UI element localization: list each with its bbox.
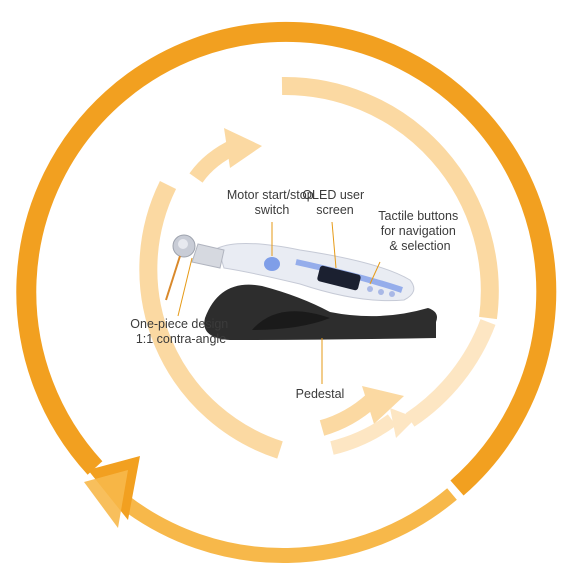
cycle-arrow-icon <box>224 128 262 168</box>
pedestal-label: Pedestal <box>296 387 345 401</box>
outer-ring-lower-arc <box>122 494 452 556</box>
cycle-arrow-icon <box>84 470 128 528</box>
file-tip <box>166 256 180 300</box>
contra-angle-cap <box>178 239 188 249</box>
oled-screen-label: OLED user screen <box>302 188 367 217</box>
contra-angle-label: One-piece design 1:1 contra-angle <box>130 317 231 346</box>
lower-right-arc-segment <box>322 400 372 428</box>
tactile-buttons-label: Tactile buttons for navigation & selecti… <box>378 209 461 253</box>
motor-switch-button <box>264 257 280 271</box>
contra-angle-leader <box>178 258 192 316</box>
tactile-button <box>367 286 373 292</box>
tactile-button <box>378 289 384 295</box>
tactile-button <box>389 291 395 297</box>
